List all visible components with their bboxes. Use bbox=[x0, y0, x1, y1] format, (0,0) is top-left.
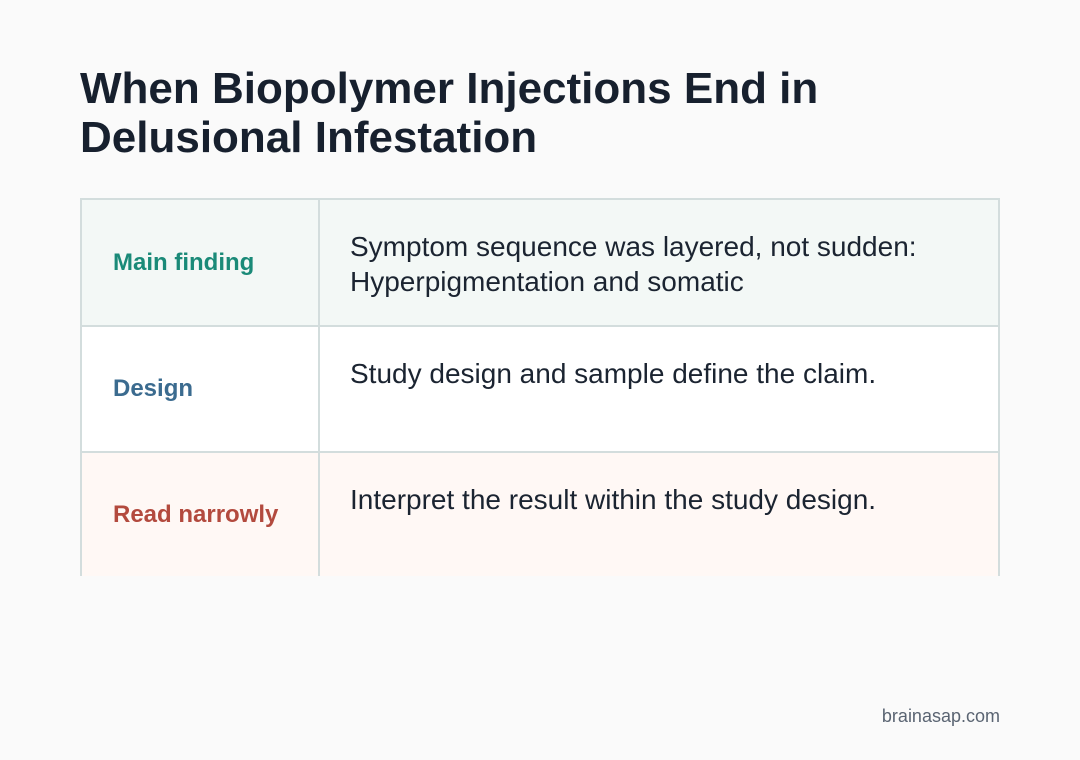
table-row-read-narrowly: Read narrowly Interpret the result withi… bbox=[82, 451, 998, 576]
row-value-design: Study design and sample define the claim… bbox=[350, 358, 877, 389]
site-credit: brainasap.com bbox=[881, 706, 1000, 726]
table-row-main-finding: Main finding Symptom sequence was layere… bbox=[82, 200, 998, 325]
row-label-read-narrowly: Read narrowly bbox=[82, 453, 320, 576]
row-value-main-finding: Symptom sequence was layered, not sudden… bbox=[320, 200, 998, 325]
summary-table: Main finding Symptom sequence was layere… bbox=[80, 198, 1000, 576]
row-label-design: Design bbox=[82, 327, 320, 451]
row-text-main-finding: Symptom sequence was layered, not sudden… bbox=[350, 231, 917, 297]
row-label-main-finding: Main finding bbox=[82, 200, 320, 325]
table-row-design: Design Study design and sample define th… bbox=[82, 325, 998, 451]
page-title: When Biopolymer Injections End in Delusi… bbox=[80, 64, 819, 162]
row-value-read-narrowly: Interpret the result within the study de… bbox=[350, 484, 877, 515]
